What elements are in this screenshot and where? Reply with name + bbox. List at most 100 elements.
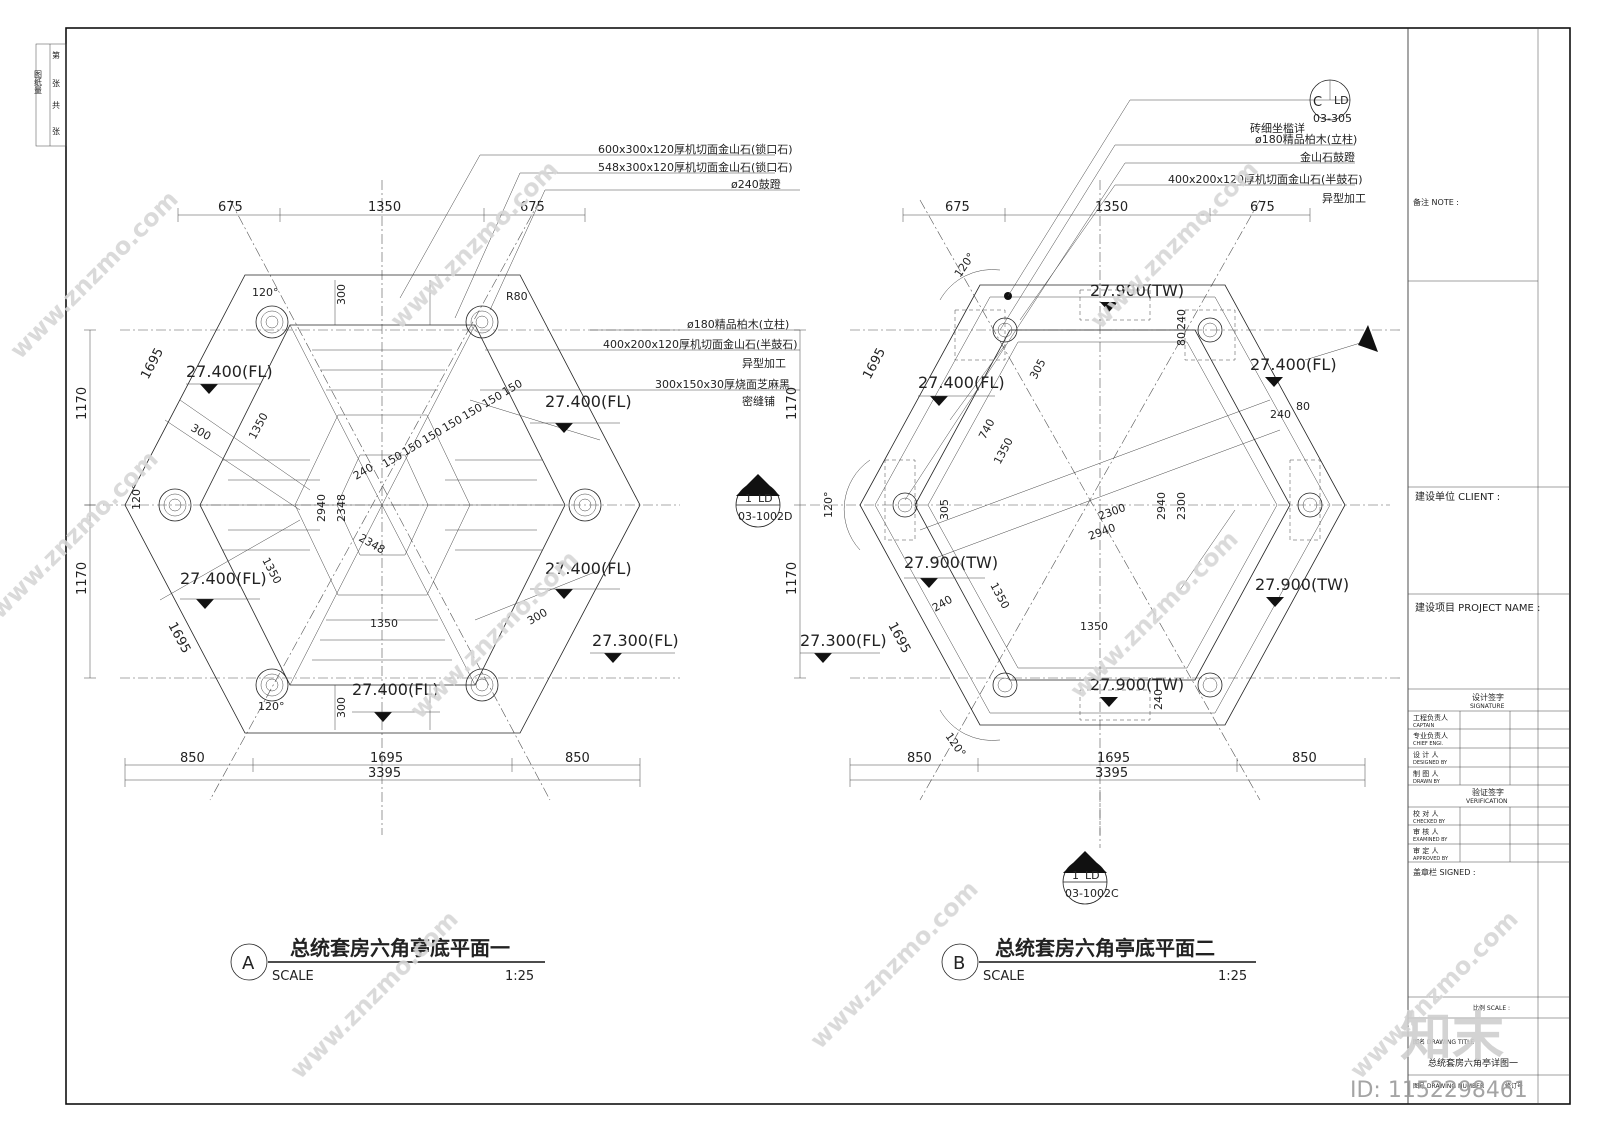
- svg-text:27.400(FL): 27.400(FL): [918, 373, 1005, 392]
- svg-text:27.400(FL): 27.400(FL): [180, 569, 267, 588]
- section-ref-2: 1 LD 03-1002C: [1062, 851, 1119, 905]
- plan-a-misc-dim: 240: [351, 461, 376, 483]
- plan-a-dim-bottom-2: 1695: [370, 751, 403, 766]
- plan-b-elevation: 27.900(TW): [904, 553, 998, 588]
- plan-b-outer-ring: [859, 284, 1346, 726]
- watermark-id: ID: 1152298461: [1350, 1078, 1528, 1103]
- svg-text:EXAMINED BY: EXAMINED BY: [1413, 837, 1448, 843]
- svg-text:27.900(TW): 27.900(TW): [904, 553, 998, 572]
- plan-a-misc-dim: 150: [420, 425, 445, 447]
- svg-text:CAPTAIN: CAPTAIN: [1413, 723, 1434, 729]
- north-arrow: [1358, 325, 1378, 352]
- plan-b-angle: 120°: [943, 730, 969, 759]
- plan-b-detail-code: LD: [1334, 94, 1349, 107]
- plan-a-elevation: 27.400(FL): [186, 362, 273, 394]
- section-ref-1-code: LD: [758, 492, 773, 505]
- plan-a-misc-dim: 150: [500, 377, 525, 399]
- plan-b-scale-value: 1:25: [1218, 969, 1247, 984]
- watermark-site: www.znzmo.com: [0, 445, 164, 624]
- plan-a-column: [465, 668, 499, 702]
- plan-a-label-letter: A: [242, 953, 255, 974]
- svg-text:CHECKED BY: CHECKED BY: [1413, 819, 1446, 825]
- plan-b-detail-letter: C: [1313, 95, 1322, 110]
- plan-a-callout: 400x200x120厚机切面金山石(半鼓石): [603, 337, 798, 351]
- plan-a-misc-dim: 150: [440, 413, 465, 435]
- plan-a-misc-dim: 2940: [315, 494, 328, 522]
- plan-b-elevation: 27.900(TW): [1090, 281, 1184, 312]
- plan-b-misc-dim: 2300: [1175, 492, 1188, 520]
- section-ref-1-sheet: 03-1002D: [738, 510, 792, 523]
- plan-a-elevation: 27.400(FL): [180, 569, 267, 609]
- svg-text:27.900(TW): 27.900(TW): [1090, 675, 1184, 694]
- version-label: 修订号: [1505, 1082, 1523, 1090]
- verify-row: 审 核 人 EXAMINED BY: [1408, 827, 1570, 845]
- svg-text:CHIEF ENGI.: CHIEF ENGI.: [1413, 741, 1444, 747]
- svg-text:专业负责人: 专业负责人: [1413, 731, 1448, 740]
- plan-a-misc-dim: 1350: [370, 617, 398, 630]
- plan-b-column: [892, 492, 918, 518]
- plan-a-title: 总统套房六角亭底平面一: [290, 936, 510, 960]
- plan-a-elevation: 27.400(FL): [352, 680, 440, 722]
- plan-a-dim-top-2: 1350: [368, 200, 401, 215]
- plan-b-misc-dim: 305: [938, 499, 951, 520]
- plan-a-dim-diag-2: 1695: [164, 620, 193, 656]
- plan-a-dim-diag-1: 1695: [138, 346, 167, 382]
- plan-b-dim-diag-2: 1695: [884, 620, 913, 656]
- plan-b-dim-total: 3395: [1095, 766, 1128, 781]
- svg-text:APPROVED BY: APPROVED BY: [1413, 856, 1449, 862]
- plan-b-misc-dim: 740: [976, 417, 997, 442]
- left-strip-c2-2: 共: [52, 101, 60, 110]
- svg-text:27.400(FL): 27.400(FL): [352, 680, 439, 699]
- plan-a-dim-left-2: 1170: [75, 562, 90, 595]
- plan-b-detail-ref: C LD 03-305: [1309, 79, 1352, 125]
- plan-b-dim-bottom-2: 1695: [1097, 751, 1130, 766]
- plan-b-dim-top-3: 675: [1250, 200, 1275, 215]
- svg-text:27.900(TW): 27.900(TW): [1090, 281, 1184, 300]
- verify-cn: 验证签字: [1472, 787, 1504, 797]
- plan-a-misc-dim: 150: [480, 389, 505, 411]
- plan-b-callout: 金山石鼓蹬: [1300, 150, 1355, 164]
- plan-a-column: [255, 305, 289, 339]
- section-ref-1: 1 LD 03-1002D: [735, 474, 792, 528]
- svg-text:DESIGNED BY: DESIGNED BY: [1413, 760, 1448, 766]
- sign-row: 设 计 人 DESIGNED BY: [1408, 750, 1570, 768]
- left-strip-col1: 图纸量: [34, 70, 43, 94]
- svg-text:校 对 人: 校 对 人: [1413, 809, 1438, 818]
- plan-a-title-block: A 总统套房六角亭底平面一 SCALE 1:25: [230, 936, 545, 984]
- plan-a-angle: 120°: [258, 700, 285, 713]
- plan-b-callout: 砖细坐槛详: [1250, 121, 1305, 135]
- plan-b-elevation: 27.900(TW): [1090, 675, 1184, 707]
- plan-a-elevation: 27.300(FL): [590, 631, 679, 663]
- plan-b-dim-bottom-1: 850: [907, 751, 932, 766]
- plan-b-elevation: 27.400(FL): [918, 373, 1005, 406]
- plan-b-label-letter: B: [953, 953, 965, 974]
- section-ref-2-sheet: 03-1002C: [1065, 887, 1119, 900]
- plan-b-elevation: 27.300(FL): [800, 631, 887, 663]
- plan-b-title-block: B 总统套房六角亭底平面二 SCALE 1:25: [941, 936, 1256, 984]
- plan-b-misc-dim: 80: [1175, 332, 1188, 346]
- plan-b-columns: [892, 317, 1323, 698]
- plan-a-callout: ø180精品柏木(立柱): [687, 317, 789, 331]
- sheet-border: [65, 27, 1571, 1105]
- plan-b-misc-dim: 80: [1296, 400, 1310, 413]
- watermark-site: www.znzmo.com: [4, 185, 183, 364]
- title-block: 备注 NOTE : 建设单位 CLIENT : 建设项目 PROJECT NAM…: [1408, 197, 1570, 1090]
- client-label: 建设单位 CLIENT :: [1415, 490, 1500, 503]
- plan-a-dim-bottom-3: 850: [565, 751, 590, 766]
- plan-a-misc-dim: 2348: [335, 494, 348, 522]
- watermark-site: www.znzmo.com: [284, 905, 463, 1084]
- plan-b-dim-left: [794, 329, 806, 679]
- plan-a-misc-dim: R80: [506, 290, 528, 303]
- left-strip: 图纸量 第 张 共 张: [34, 43, 67, 147]
- plan-b-misc-dim: 1350: [991, 436, 1016, 467]
- plan-a-elevation: 27.400(FL): [530, 559, 632, 599]
- plan-b-angle: 120°: [822, 492, 835, 519]
- plan-a-callout: 600x300x120厚机切面金山石(锁口石): [598, 142, 793, 156]
- watermark-brand: 知末: [1400, 1008, 1504, 1068]
- plan-b-dim-top-2: 1350: [1095, 200, 1128, 215]
- plan-b-callout: ø180精品柏木(立柱): [1255, 132, 1357, 146]
- plan-b-dim-diag-1: 1695: [860, 346, 889, 382]
- plan-b-elevation-text: 27.400(FL): [1250, 355, 1337, 374]
- plan-a-misc-dim: 300: [189, 421, 214, 443]
